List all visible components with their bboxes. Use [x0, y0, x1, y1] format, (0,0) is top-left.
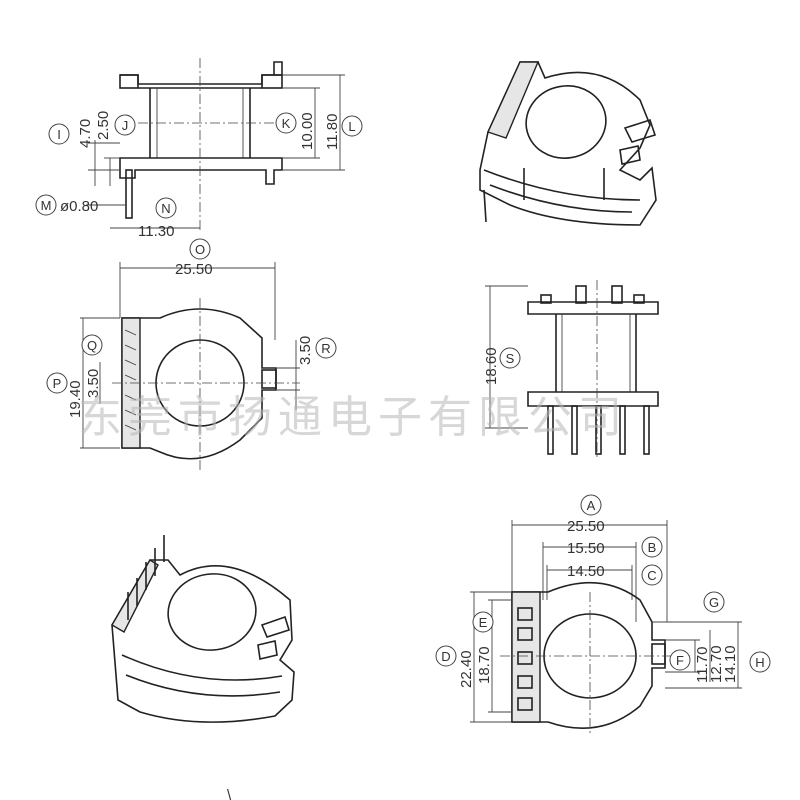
bottom-view-pads	[517, 607, 533, 711]
label-K: K	[282, 116, 291, 131]
label-C: C	[647, 568, 656, 583]
dim-L-value: 11.80	[324, 114, 341, 150]
dim-R-value: 3.50	[297, 336, 314, 365]
dim-N-value: 11.30	[138, 223, 174, 240]
bottom-view	[470, 520, 742, 735]
label-circles-bottom-view	[435, 494, 771, 673]
label-M: M	[41, 198, 52, 213]
dim-E-value: 18.70	[476, 646, 493, 684]
bottom-mark: \	[227, 787, 232, 800]
label-O: O	[195, 242, 205, 257]
label-A: A	[587, 498, 596, 513]
label-H: H	[755, 655, 764, 670]
dim-H-value: 14.10	[722, 645, 739, 683]
label-circles-top-view	[46, 238, 337, 394]
label-R: R	[321, 341, 330, 356]
dim-S-value: 18.60	[483, 347, 500, 385]
label-circles-side-view	[35, 112, 363, 219]
label-S: S	[506, 351, 515, 366]
dim-D-value: 22.40	[458, 650, 475, 688]
dim-Q-value: 3.50	[85, 369, 102, 398]
side-view	[86, 58, 345, 232]
front-view	[485, 280, 659, 460]
dim-I-value: 4.70	[77, 119, 94, 148]
iso-pins	[127, 535, 165, 620]
label-D: D	[441, 649, 450, 664]
label-circle-S	[499, 347, 521, 369]
dim-B-value: 15.50	[567, 540, 605, 557]
label-J: J	[122, 118, 129, 133]
dim-K-value: 10.00	[299, 112, 316, 150]
label-Q: Q	[87, 338, 97, 353]
dim-M-value: ø0.80	[60, 198, 98, 215]
isometric-view-bottom	[111, 535, 295, 723]
dim-F-value: 11.70	[694, 647, 711, 683]
label-L: L	[348, 119, 355, 134]
dim-P-value: 19.40	[67, 380, 84, 418]
top-view	[80, 262, 300, 470]
dim-J-value: 2.50	[95, 111, 112, 140]
label-I: I	[57, 127, 61, 142]
front-view-pins	[547, 405, 650, 455]
dim-G-value: 12.70	[708, 645, 725, 683]
dim-O-value: 25.50	[175, 261, 213, 278]
dim-A-value: 25.50	[567, 518, 605, 535]
label-F: F	[676, 653, 684, 668]
label-N: N	[161, 201, 170, 216]
isometric-view-top	[479, 61, 657, 226]
company-watermark: 东莞市扬通电子有限公司	[78, 392, 628, 443]
label-B: B	[648, 540, 657, 555]
label-P: P	[53, 376, 62, 391]
label-E: E	[479, 615, 488, 630]
dim-C-value: 14.50	[567, 563, 605, 580]
label-G: G	[709, 595, 719, 610]
